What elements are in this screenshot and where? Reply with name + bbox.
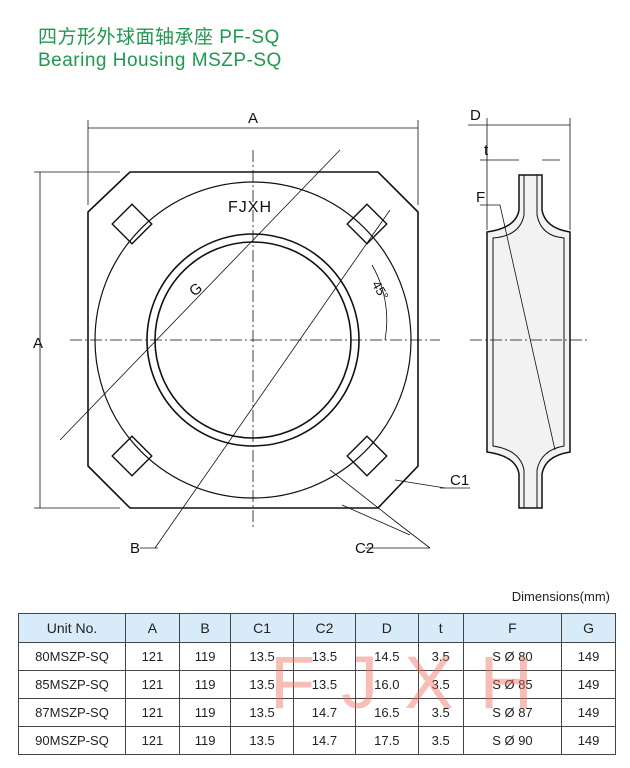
table-cell: 13.5 bbox=[230, 698, 294, 727]
table-cell: 16.0 bbox=[355, 670, 419, 699]
title-english: Bearing Housing MSZP-SQ bbox=[38, 50, 282, 71]
table-cell: 149 bbox=[561, 670, 616, 699]
table-cell: 3.5 bbox=[417, 726, 464, 755]
column-header: D bbox=[355, 613, 419, 643]
column-header: Unit No. bbox=[18, 613, 126, 643]
table-cell: 14.5 bbox=[355, 642, 419, 671]
column-header: B bbox=[178, 613, 232, 643]
table-cell: 85MSZP-SQ bbox=[18, 670, 126, 699]
angle-45: 45° bbox=[369, 278, 392, 303]
table-cell: 121 bbox=[125, 698, 180, 727]
table-cell: 149 bbox=[561, 698, 616, 727]
table-cell: S Ø 87 bbox=[462, 698, 563, 727]
dim-F: F bbox=[476, 189, 485, 206]
table-cell: 149 bbox=[561, 642, 616, 671]
table-cell: 13.5 bbox=[230, 726, 294, 755]
column-header: C2 bbox=[292, 613, 357, 643]
table-cell: 17.5 bbox=[355, 726, 419, 755]
table-cell: 16.5 bbox=[355, 698, 419, 727]
table-cell: 14.7 bbox=[292, 698, 357, 727]
table-cell: 14.7 bbox=[292, 726, 357, 755]
table-cell: 13.5 bbox=[292, 670, 357, 699]
column-header: C1 bbox=[230, 613, 294, 643]
dim-C2: C2 bbox=[355, 540, 374, 557]
dim-C1: C1 bbox=[450, 472, 469, 489]
table-cell: 87MSZP-SQ bbox=[18, 698, 126, 727]
column-header: t bbox=[417, 613, 464, 643]
column-header: F bbox=[462, 613, 563, 643]
front-view: A A FJXH G 45° B C1 C2 bbox=[33, 110, 470, 557]
table-cell: S Ø 80 bbox=[462, 642, 563, 671]
table-cell: 80MSZP-SQ bbox=[18, 642, 126, 671]
table-cell: 149 bbox=[561, 726, 616, 755]
table-cell: 3.5 bbox=[417, 670, 464, 699]
side-view: D t F bbox=[468, 107, 590, 509]
column-header: G bbox=[561, 613, 616, 643]
table-cell: 3.5 bbox=[417, 642, 464, 671]
dim-G: G bbox=[186, 280, 206, 301]
table-cell: 121 bbox=[125, 642, 180, 671]
table-cell: 119 bbox=[178, 670, 232, 699]
column-header: A bbox=[125, 613, 180, 643]
dim-D: D bbox=[470, 107, 481, 124]
table-cell: S Ø 90 bbox=[462, 726, 563, 755]
dimensions-caption: Dimensions(mm) bbox=[511, 589, 610, 604]
table-cell: 3.5 bbox=[417, 698, 464, 727]
table-cell: 119 bbox=[178, 642, 232, 671]
table-cell: 90MSZP-SQ bbox=[18, 726, 126, 755]
dim-B: B bbox=[130, 540, 140, 557]
table-cell: S Ø 85 bbox=[462, 670, 563, 699]
table-cell: 13.5 bbox=[230, 642, 294, 671]
brand-mark: FJXH bbox=[228, 199, 272, 216]
title-chinese: 四方形外球面轴承座 PF-SQ bbox=[38, 27, 280, 48]
bolt-slots bbox=[111, 203, 388, 477]
table-cell: 13.5 bbox=[292, 642, 357, 671]
technical-drawing: A A FJXH G 45° B C1 C2 D t F bbox=[33, 107, 590, 557]
table-cell: 119 bbox=[178, 698, 232, 727]
dim-A-top: A bbox=[248, 110, 258, 127]
table-cell: 13.5 bbox=[230, 670, 294, 699]
table-cell: 121 bbox=[125, 670, 180, 699]
table-cell: 121 bbox=[125, 726, 180, 755]
table-cell: 119 bbox=[178, 726, 232, 755]
dim-A-left: A bbox=[33, 335, 43, 352]
dim-t: t bbox=[484, 142, 489, 159]
